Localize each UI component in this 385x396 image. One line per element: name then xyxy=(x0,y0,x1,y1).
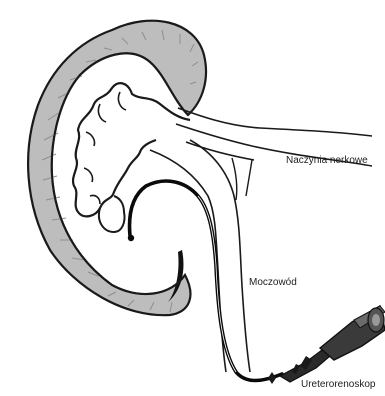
label-renal-vessels: Naczynia nerkowe xyxy=(286,155,368,167)
ureteroscope-port xyxy=(268,372,276,384)
calyx-detail-1 xyxy=(84,92,126,204)
label-ureter: Moczowód xyxy=(249,277,297,289)
ureteroscope-handle xyxy=(280,306,385,382)
renal-vein-branch xyxy=(232,158,252,200)
ureter-outer-right xyxy=(190,140,250,372)
ureteroscope-tip xyxy=(128,235,134,241)
ureteroscope-cable-highlight xyxy=(198,196,236,372)
label-ureterorenoscope: Ureterorenoskop xyxy=(301,379,375,391)
renal-lower-calyx xyxy=(99,196,125,232)
